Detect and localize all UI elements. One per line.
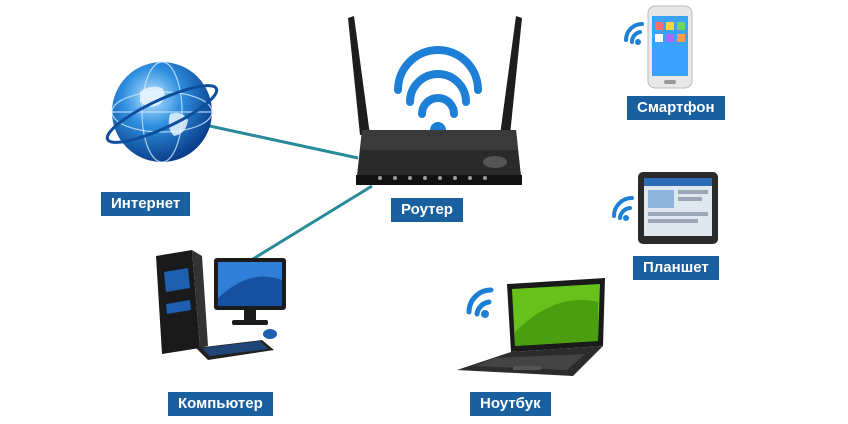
router-icon bbox=[348, 16, 522, 185]
smartphone-icon bbox=[624, 5, 693, 89]
laptop-label: Ноутбук bbox=[470, 392, 551, 416]
smartphone-label: Смартфон bbox=[627, 96, 725, 120]
desktop-computer-icon bbox=[156, 250, 286, 360]
cable-internet-router bbox=[204, 123, 359, 160]
computer-label: Компьютер bbox=[168, 392, 273, 416]
router-label: Роутер bbox=[391, 198, 463, 222]
tablet-label: Планшет bbox=[633, 256, 719, 280]
cable-computer-router bbox=[247, 184, 373, 264]
internet-label: Интернет bbox=[101, 192, 191, 216]
tablet-icon bbox=[612, 172, 718, 244]
laptop-icon bbox=[457, 278, 605, 376]
globe-icon bbox=[105, 61, 219, 163]
